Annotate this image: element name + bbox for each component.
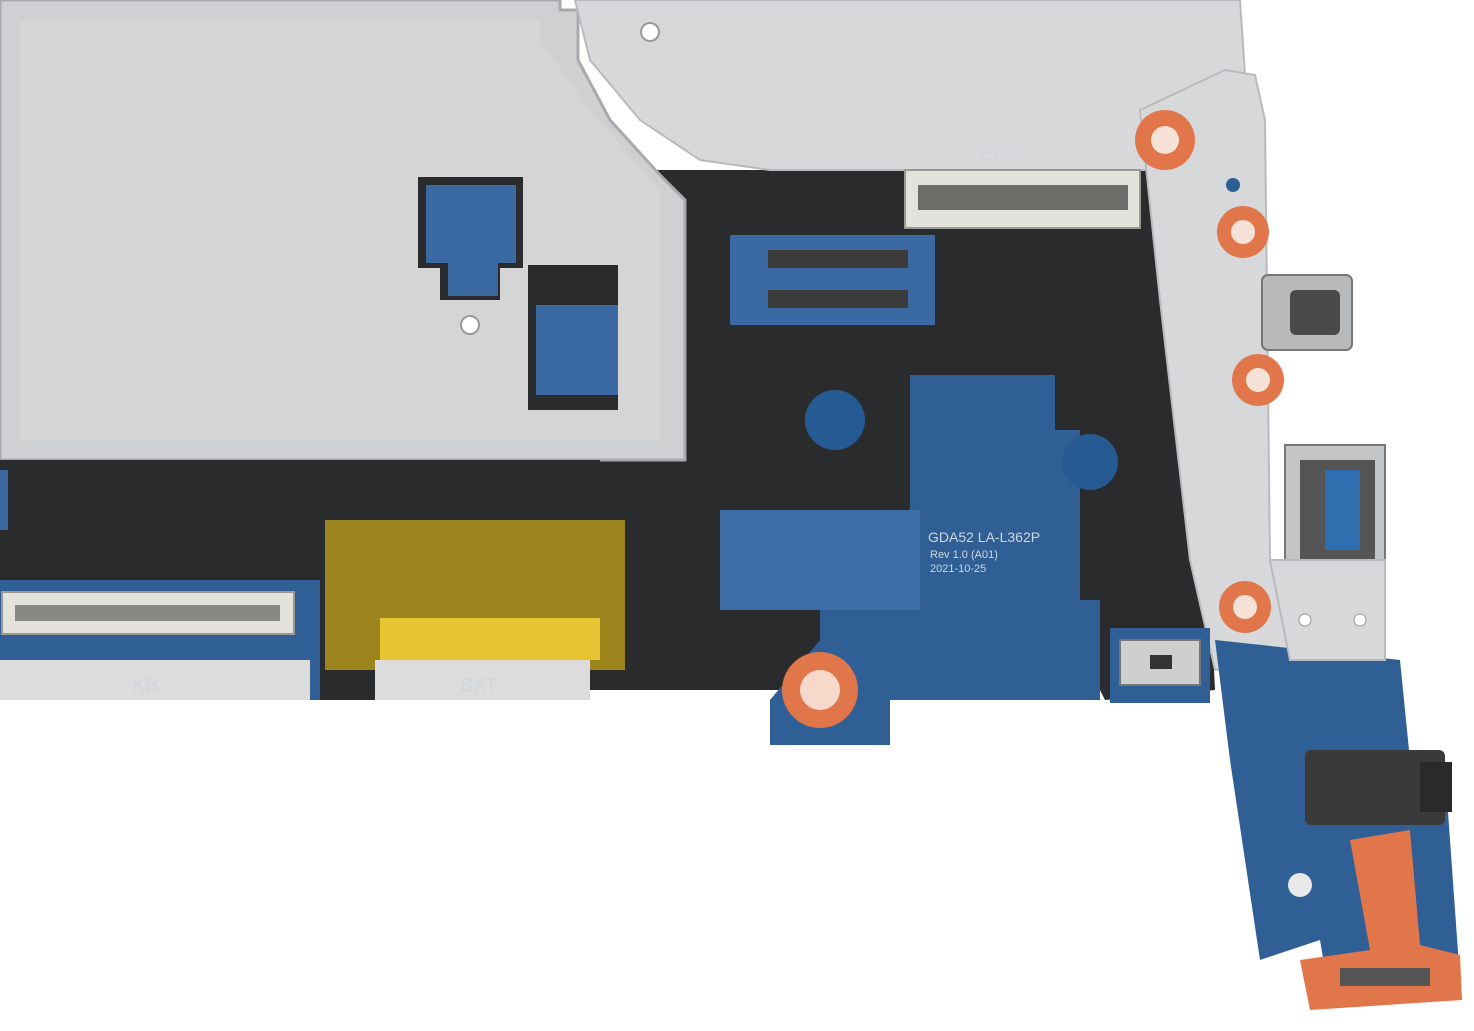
audio-jack-face: [1420, 762, 1452, 812]
shield-screw-hole: [460, 315, 480, 335]
metal-frame-lower-right: [1268, 559, 1386, 661]
shield-highlight: [20, 20, 660, 440]
bracket-ring-2-hole: [1231, 220, 1255, 244]
blue-chip-1b: [448, 262, 498, 296]
blue-chip-2: [536, 305, 618, 395]
pcb-white-dot: [1288, 873, 1312, 897]
frame-screw-hole: [640, 22, 660, 42]
pcb-blue-center: [770, 375, 1100, 745]
label-edp: EDP: [980, 143, 1021, 165]
orange-flex-tail: [1300, 830, 1462, 1010]
kb-connector-slot: [15, 605, 280, 621]
flex-connector: [1340, 968, 1430, 986]
blue-connector-block: [730, 235, 935, 325]
bracket-hole-b: [1353, 613, 1367, 627]
blue-ic: [720, 510, 920, 610]
label-bat: BAT: [460, 675, 497, 697]
bracket-hole-a: [1298, 613, 1312, 627]
usb-a-tongue: [1325, 470, 1360, 550]
bat-cable-area: [375, 660, 590, 700]
bracket-small-dot: [1226, 178, 1240, 192]
usb-c-opening: [1290, 290, 1340, 335]
audio-jack: [1305, 750, 1445, 825]
silk-rev: Rev 1.0 (A01): [930, 549, 998, 561]
bat-connector: [380, 618, 600, 660]
left-blue-edge: [0, 470, 8, 530]
connector-row-1: [768, 250, 908, 268]
silk-date: 2021-10-25: [930, 563, 986, 575]
side-switch-knob: [1150, 655, 1172, 669]
edp-connector-slot: [918, 185, 1128, 210]
copper-ring-screw-hole: [800, 670, 840, 710]
connector-row-2: [768, 290, 908, 308]
kb-cable-area: [0, 660, 310, 700]
blue-chip-1: [426, 185, 516, 263]
bracket-ring-1-hole: [1151, 126, 1179, 154]
label-kb: KB: [132, 675, 159, 697]
silk-model: GDA52 LA-L362P: [928, 529, 1040, 545]
bracket-ring-4-hole: [1233, 595, 1257, 619]
blue-standoff-2: [1062, 434, 1118, 490]
bracket-ring-3-hole: [1246, 368, 1270, 392]
blue-standoff-1: [805, 390, 865, 450]
